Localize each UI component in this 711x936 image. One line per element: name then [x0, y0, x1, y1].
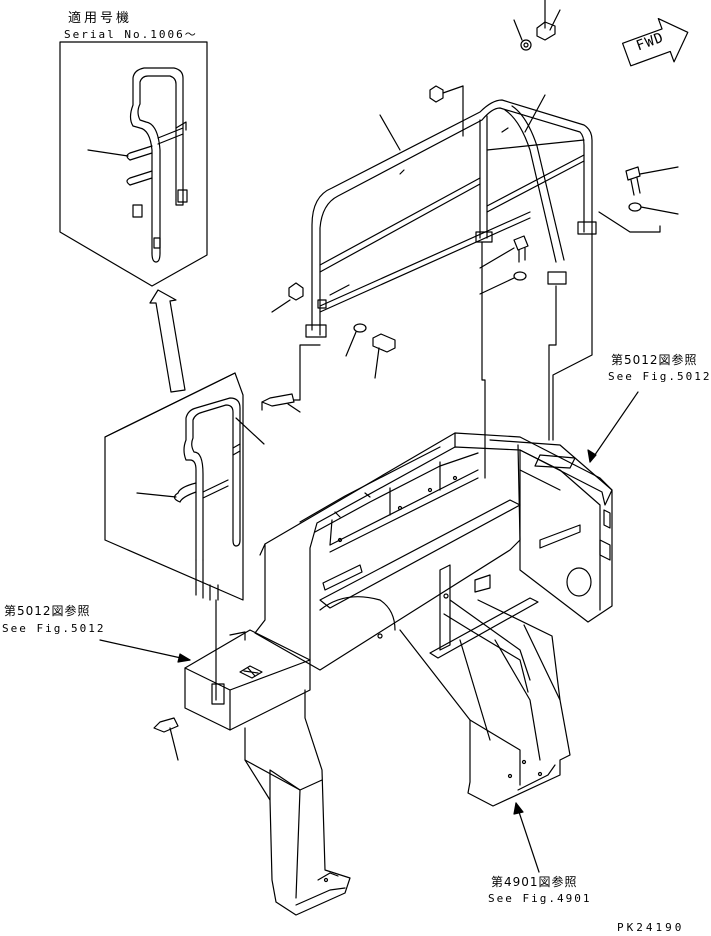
- ref-right-top-jp: 第5012図参照: [611, 353, 698, 367]
- access-hole: [567, 568, 591, 596]
- main-handrail: [306, 100, 596, 337]
- washer: [514, 272, 526, 280]
- inset-handrail-detail-2: [174, 398, 240, 600]
- inset-handrail-detail: [127, 68, 187, 262]
- pin: [262, 394, 294, 406]
- bolt: [373, 334, 395, 352]
- ref-bottom-jp: 第4901図参照: [491, 875, 578, 889]
- bolt: [626, 167, 640, 180]
- leader-line: [137, 493, 176, 497]
- top-inset-panel: [60, 42, 207, 286]
- nut: [430, 86, 443, 102]
- mounting-lines: [216, 95, 592, 700]
- ref-left-jp: 第5012図参照: [4, 604, 91, 618]
- washer: [354, 324, 366, 332]
- inset-title-jp: 適用号機: [68, 11, 133, 26]
- drawing-number: PK24190: [617, 921, 685, 934]
- leader-line: [88, 150, 128, 156]
- bolt: [514, 236, 528, 250]
- ref-right-top-en: See Fig.5012: [608, 370, 711, 383]
- washer: [629, 203, 641, 211]
- hardware-group: [154, 0, 678, 760]
- grid-plate: [240, 666, 262, 678]
- ref-bottom-en: See Fig.4901: [488, 892, 592, 905]
- main-frame: [185, 433, 612, 915]
- lower-inset-panel: [105, 373, 243, 600]
- reference-arrows: [100, 392, 638, 872]
- ref-left-en: See Fig.5012: [2, 622, 106, 635]
- washer: [521, 40, 531, 50]
- fwd-arrow: [619, 11, 696, 76]
- bolt: [154, 718, 178, 732]
- inset-serial-label: Serial No.1006～: [64, 28, 198, 41]
- nut: [289, 283, 303, 300]
- detail-arrow: [150, 290, 185, 392]
